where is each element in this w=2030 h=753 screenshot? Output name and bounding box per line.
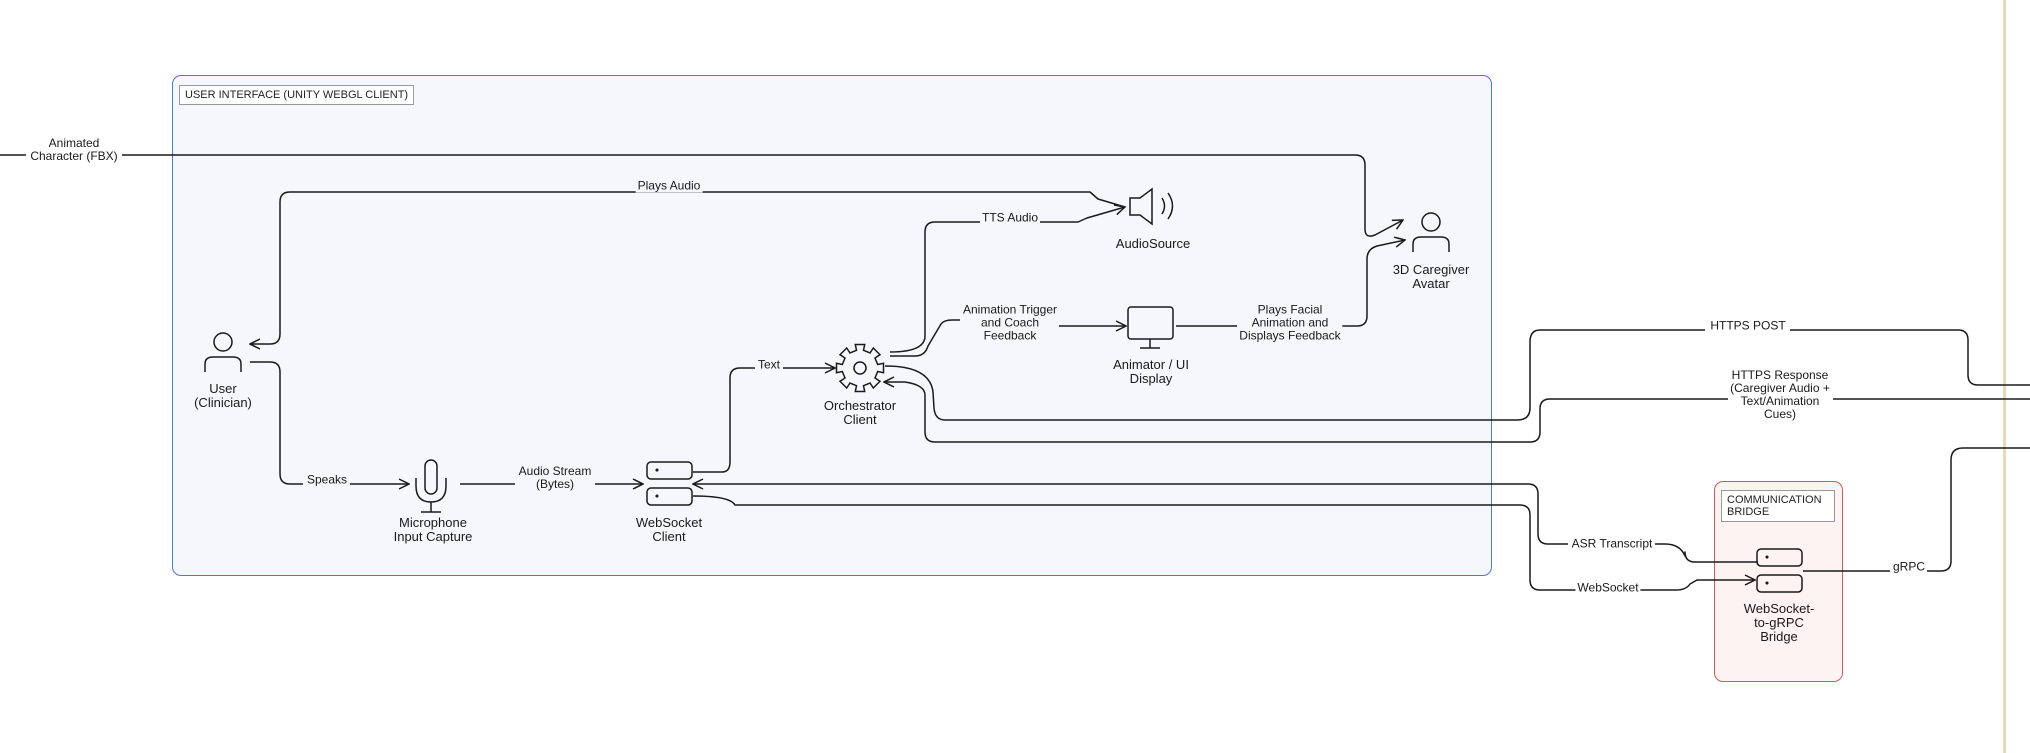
edge-label-audio-stream: Audio Stream (Bytes) xyxy=(516,464,594,491)
avatar-person-icon xyxy=(1412,212,1450,252)
avatar-label: 3D Caregiver Avatar xyxy=(1392,262,1470,291)
gear-hub xyxy=(853,361,867,375)
bridge-group-label: COMMUNICATION BRIDGE xyxy=(1721,490,1835,522)
edge-text xyxy=(693,368,835,473)
edge-tts-audio xyxy=(889,207,1125,353)
edge-animation-trigger xyxy=(890,320,1126,357)
edge-asr-transcript xyxy=(693,484,1758,563)
bridge-label: WebSocket- to-gRPC Bridge xyxy=(1743,601,1815,644)
edge-label-https-post: HTTPS POST xyxy=(1708,318,1788,333)
audio-source-label: AudioSource xyxy=(1115,236,1191,251)
microphone-icon xyxy=(415,459,447,513)
orchestrator-gear-icon xyxy=(835,343,885,393)
edge-label-animation-trigger: Animation Trigger and Coach Feedback xyxy=(960,302,1060,343)
orchestrator-label: Orchestrator Client xyxy=(823,398,897,427)
bridge-server-stack-icon xyxy=(1756,548,1803,593)
user-person-icon xyxy=(204,332,242,372)
edge-label-animated-character: Animated Character (FBX) xyxy=(28,136,120,163)
edge-label-grpc: gRPC xyxy=(1890,559,1928,574)
edge-https-response xyxy=(884,382,2030,443)
right-edge-bar xyxy=(2003,0,2006,753)
edge-websocket xyxy=(692,495,1755,590)
edge-label-https-response: HTTPS Response (Caregiver Audio + Text/A… xyxy=(1728,368,1832,421)
microphone-label: Microphone Input Capture xyxy=(393,515,473,544)
edge-https-post xyxy=(884,329,2030,421)
gear-outline xyxy=(835,343,885,393)
websocket-client-server-stack-icon xyxy=(646,461,693,506)
edge-label-plays-audio: Plays Audio xyxy=(635,178,703,193)
edge-label-tts-audio: TTS Audio xyxy=(979,210,1041,225)
audio-source-speaker-icon xyxy=(1129,187,1174,226)
animator-monitor-icon xyxy=(1127,306,1174,349)
edge-label-asr-transcript: ASR Transcript xyxy=(1569,536,1655,551)
edge-speaks xyxy=(250,361,409,484)
animator-label: Animator / UI Display xyxy=(1113,357,1189,386)
edge-plays-audio xyxy=(250,191,1126,344)
ui-group-label: USER INTERFACE (UNITY WEBGL CLIENT) xyxy=(179,85,415,105)
websocket-client-label: WebSocket Client xyxy=(635,515,703,544)
edge-label-text: Text xyxy=(755,357,783,372)
edge-grpc xyxy=(1803,447,2030,572)
user-label: User (Clinician) xyxy=(194,381,252,410)
edge-plays-facial xyxy=(1176,240,1405,327)
edge-animated-character xyxy=(0,154,1403,237)
edge-label-websocket: WebSocket xyxy=(1575,580,1641,595)
edge-label-speaks: Speaks xyxy=(304,472,350,487)
edge-label-plays-facial: Plays Facial Animation and Displays Feed… xyxy=(1237,302,1343,343)
